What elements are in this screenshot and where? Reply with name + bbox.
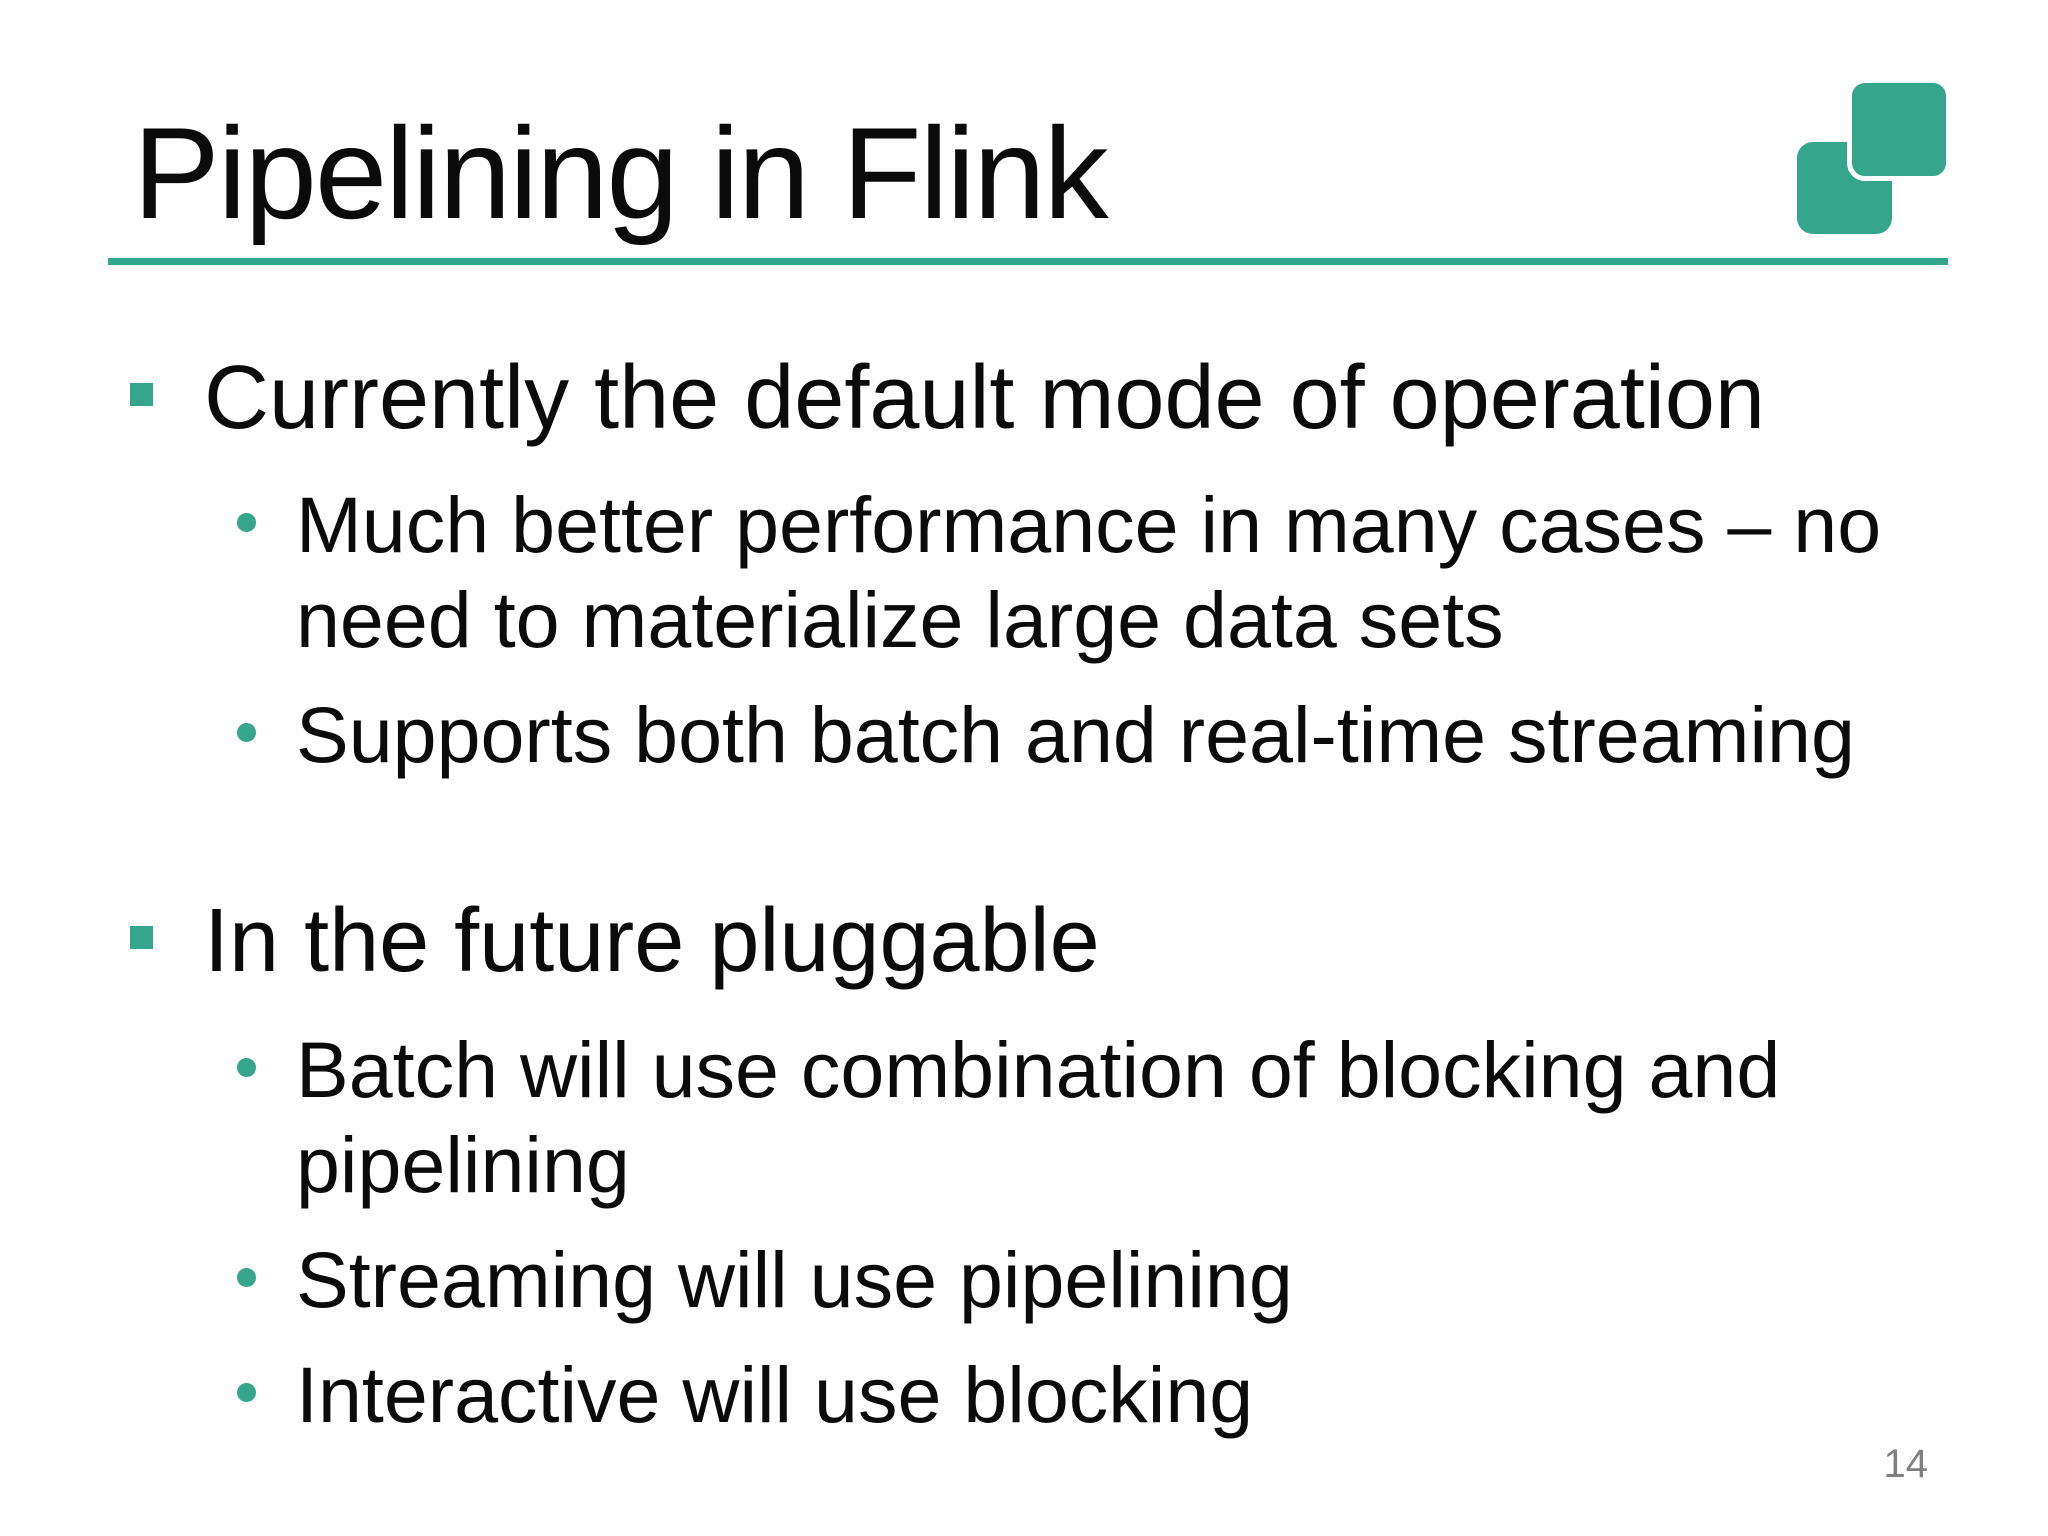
title-underline-rule: [108, 258, 1948, 265]
round-bullet-icon: [237, 1383, 256, 1402]
bullet-heading: In the future pluggable: [204, 891, 1100, 991]
round-bullet-icon: [237, 723, 256, 742]
overlapping-squares-logo-icon: [1797, 78, 1951, 234]
square-bullet-icon: [130, 383, 153, 406]
sub-bullet-item: Supports both batch and real-time stream…: [296, 690, 1855, 779]
slide-title: Pipelining in Flink: [133, 100, 1109, 246]
square-bullet-icon: [130, 926, 153, 949]
bullet-heading: Currently the default mode of operation: [204, 348, 1765, 448]
round-bullet-icon: [237, 513, 256, 532]
page-number: 14: [1883, 1442, 1929, 1486]
sub-bullet-item: Much better performance in many cases – …: [296, 480, 1882, 664]
sub-bullet-item: Batch will use combination of blocking a…: [296, 1025, 1781, 1209]
round-bullet-icon: [237, 1058, 256, 1077]
round-bullet-icon: [237, 1268, 256, 1287]
logo-front-square-icon: [1847, 78, 1951, 181]
sub-bullet-item: Streaming will use pipelining: [296, 1235, 1293, 1324]
sub-bullet-item: Interactive will use blocking: [296, 1350, 1254, 1439]
